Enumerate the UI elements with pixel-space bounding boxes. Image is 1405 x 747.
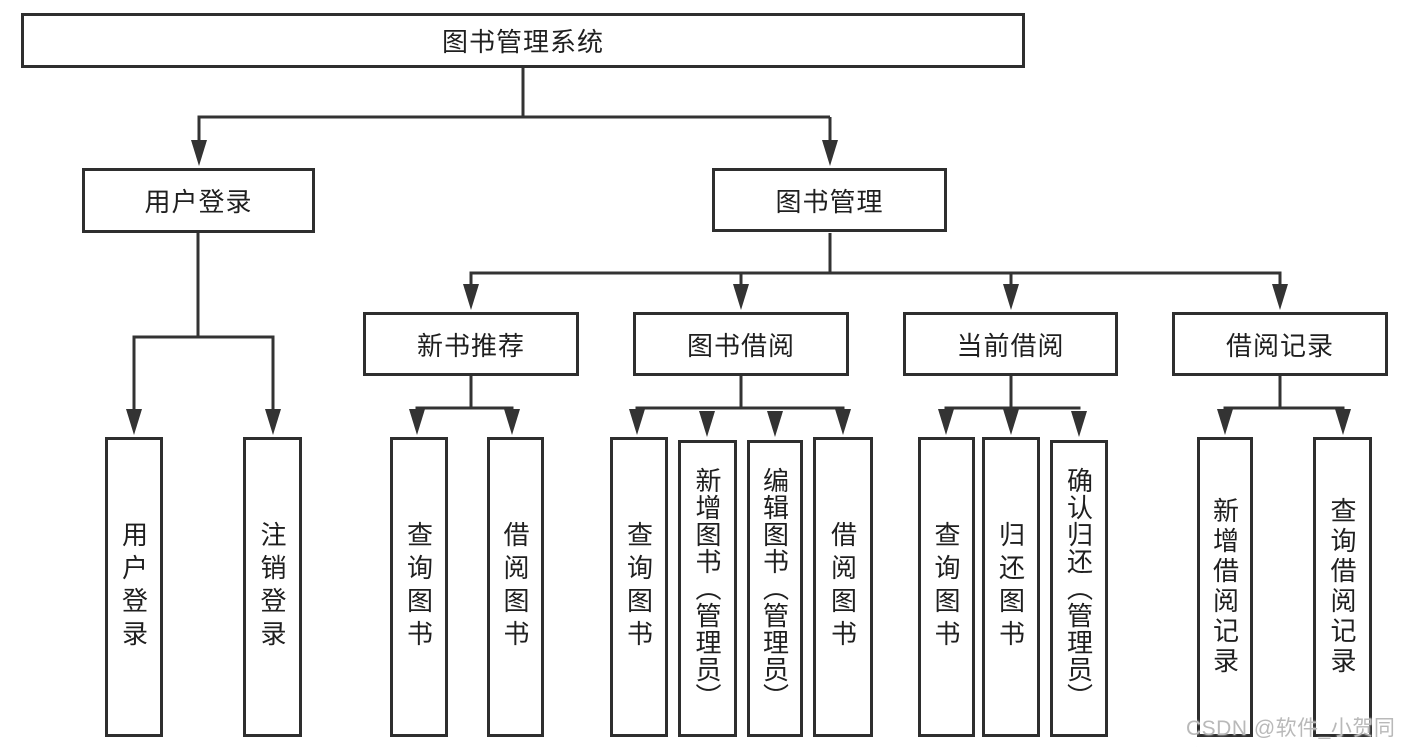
- arrowhead: [1003, 284, 1019, 310]
- arrowhead: [699, 411, 715, 437]
- node-current-borrow: 当前借阅: [903, 312, 1118, 376]
- arrowhead: [835, 409, 851, 435]
- leaf-query-borrow-record: 查询借阅记录: [1313, 437, 1372, 737]
- node-root-system: 图书管理系统: [21, 13, 1025, 68]
- connector-newrec-to-leaves: [415, 376, 514, 410]
- leaf-confirm-return-admin: 确认归还（管理员）: [1050, 440, 1108, 737]
- leaf-borrow-book-1: 借阅图书: [487, 437, 544, 737]
- leaf-return-book: 归还图书: [982, 437, 1040, 737]
- leaf-user-login: 用户登录: [105, 437, 163, 737]
- connector-root-to-level2: [197, 68, 832, 144]
- connector-bookmgmt-to-level3: [469, 233, 1282, 288]
- arrowhead: [126, 409, 142, 435]
- leaf-add-book-admin: 新增图书（管理员）: [678, 440, 737, 737]
- connector-borrow-to-leaves: [635, 376, 845, 410]
- arrowhead: [1071, 411, 1087, 437]
- connector-record-to-leaves: [1223, 376, 1345, 410]
- node-new-book-recommend: 新书推荐: [363, 312, 579, 376]
- arrowhead: [1217, 409, 1233, 435]
- arrowhead: [822, 140, 838, 166]
- arrowhead: [463, 284, 479, 310]
- arrowhead: [504, 409, 520, 435]
- arrowhead: [733, 284, 749, 310]
- node-borrow-record: 借阅记录: [1172, 312, 1388, 376]
- node-user-login: 用户登录: [82, 168, 315, 233]
- csdn-watermark: CSDN @软件_小贺同学: [1186, 717, 1396, 740]
- arrowhead: [1335, 409, 1351, 435]
- arrowhead: [191, 140, 207, 166]
- leaf-add-borrow-record: 新增借阅记录: [1197, 437, 1253, 737]
- arrowhead: [938, 409, 954, 435]
- node-book-borrow: 图书借阅: [633, 312, 849, 376]
- connector-current-to-leaves: [944, 376, 1081, 410]
- arrowhead: [1272, 284, 1288, 310]
- leaf-query-book-2: 查询图书: [610, 437, 668, 737]
- node-book-management: 图书管理: [712, 168, 947, 232]
- leaf-query-book-3: 查询图书: [918, 437, 975, 737]
- arrowhead: [1003, 409, 1019, 435]
- arrowhead: [629, 409, 645, 435]
- arrowhead: [265, 409, 281, 435]
- leaf-logout: 注销登录: [243, 437, 302, 737]
- connector-userlogin-to-leaves: [132, 233, 275, 412]
- leaf-edit-book-admin: 编辑图书（管理员）: [747, 440, 803, 737]
- arrowhead: [767, 411, 783, 437]
- leaf-query-book-1: 查询图书: [390, 437, 448, 737]
- arrowhead: [409, 409, 425, 435]
- leaf-borrow-book-2: 借阅图书: [813, 437, 873, 737]
